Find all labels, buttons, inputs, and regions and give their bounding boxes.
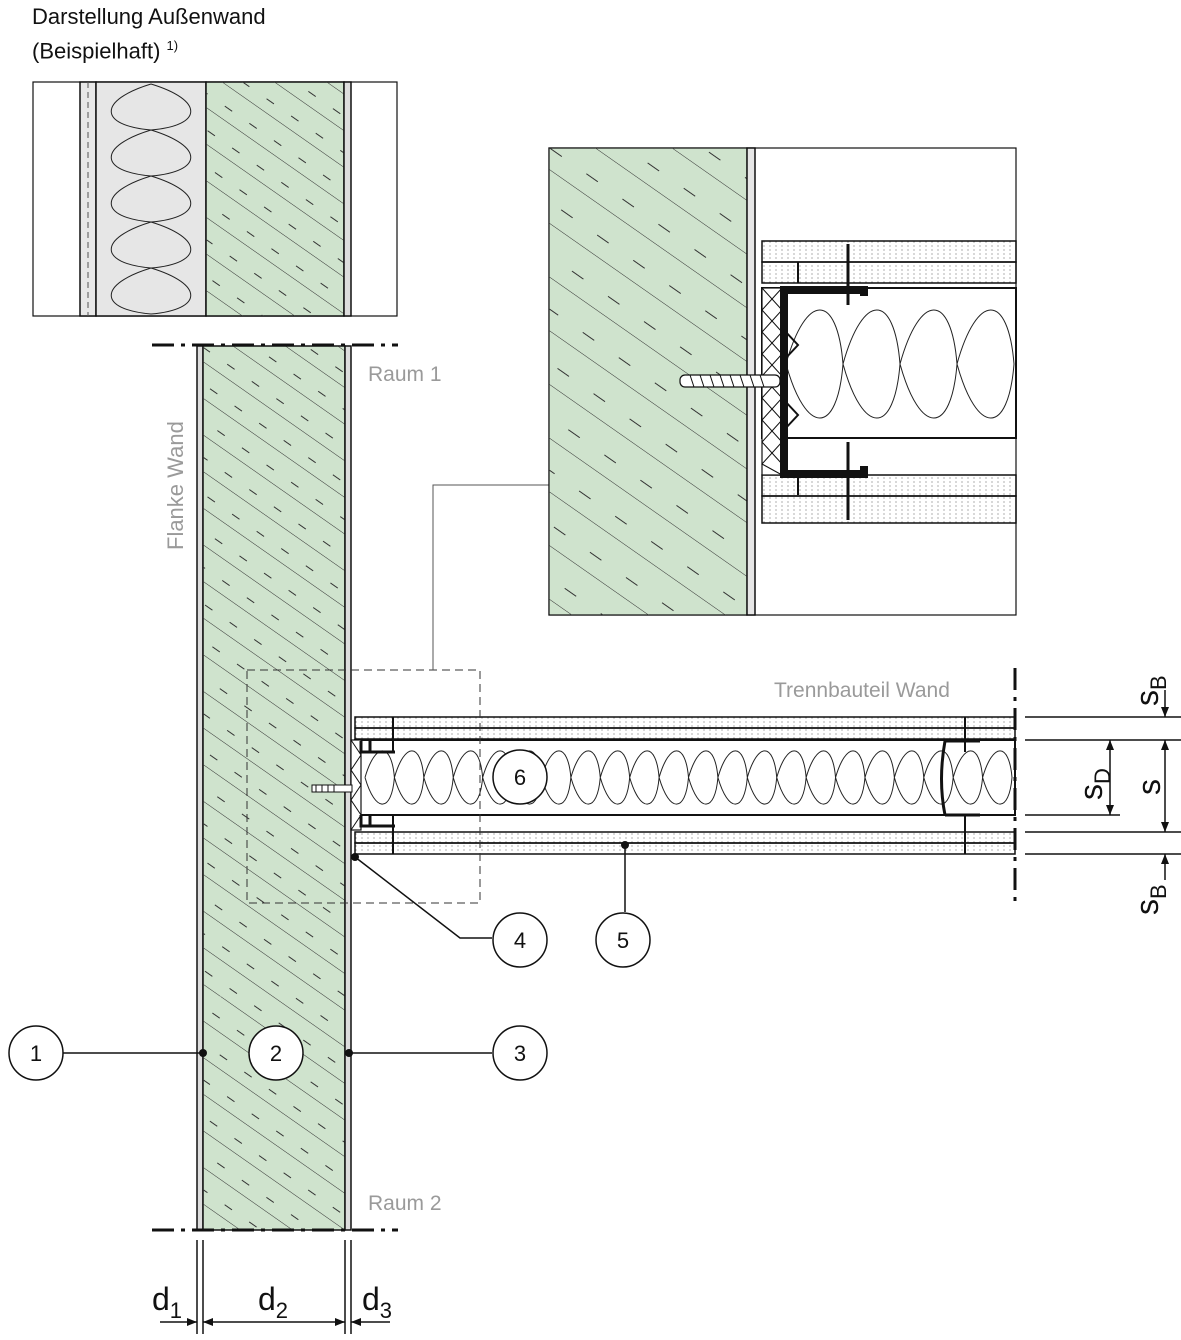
callout-leaders [63, 845, 626, 1054]
label-flanke-wand: Flanke Wand [163, 421, 188, 550]
separating-wall [311, 668, 1017, 905]
diagram-title: Darstellung Außenwand [32, 4, 266, 30]
dim-d2: d2 [258, 1281, 288, 1323]
dim-d3: d3 [362, 1281, 392, 1323]
callout-1: 1 [8, 1025, 64, 1081]
dim-sb-bottom: sB [1129, 884, 1171, 915]
footnote-mark: 1) [166, 38, 179, 53]
callout-2: 2 [248, 1025, 304, 1081]
dim-s: s [1131, 779, 1167, 795]
exterior-wall-example [32, 81, 398, 317]
diagram-subtitle: (Beispielhaft) 1) [32, 38, 178, 64]
bottom-dimension-arrows [187, 1318, 361, 1326]
bottom-dimension-lines [160, 1240, 390, 1334]
right-dimension-lines [1025, 690, 1181, 880]
label-trennbauteil: Trennbauteil Wand [774, 679, 950, 702]
dim-sb-top: sB [1129, 675, 1171, 706]
dim-sd: sD [1073, 768, 1115, 800]
title-line-2: (Beispielhaft) [32, 38, 161, 64]
label-raum-1: Raum 1 [368, 363, 442, 386]
detail-leader [432, 484, 549, 670]
callout-4-text: 4 [514, 928, 526, 953]
callout-5: 5 [595, 912, 651, 968]
callout-4: 4 [492, 912, 548, 968]
callout-3: 3 [492, 1025, 548, 1081]
label-raum-2: Raum 2 [368, 1192, 442, 1215]
callout-2-text: 2 [270, 1041, 282, 1066]
callout-6-text: 6 [514, 765, 526, 790]
callout-1-text: 1 [30, 1041, 42, 1066]
callout-5-text: 5 [617, 928, 629, 953]
flanking-wall [152, 343, 398, 1232]
title-line-1: Darstellung Außenwand [32, 4, 266, 29]
callout-6: 6 [492, 749, 548, 805]
enlarged-detail [548, 147, 1017, 616]
right-dimension-arrows [1106, 707, 1169, 864]
dim-d1: d1 [152, 1281, 182, 1323]
callout-3-text: 3 [514, 1041, 526, 1066]
callout-dots [199, 841, 629, 1057]
